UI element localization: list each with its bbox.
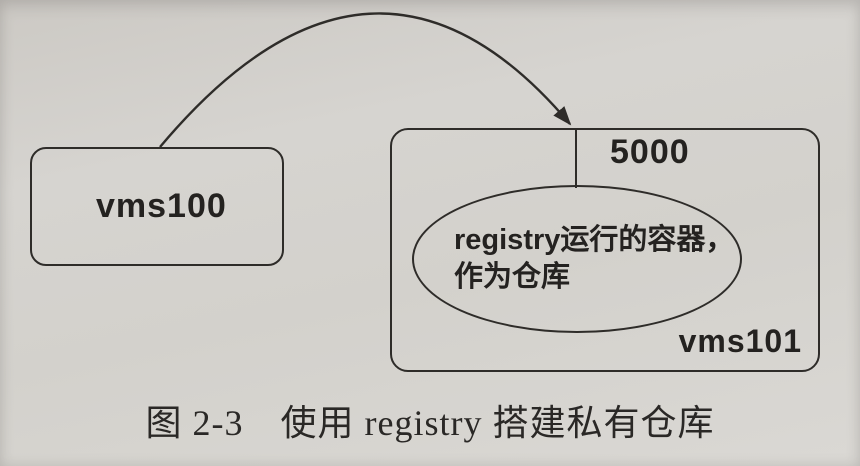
registry-container-text-line2: 作为仓库 (454, 261, 571, 293)
arrow-path (159, 12, 572, 148)
host-box-vms101: 5000 registry运行的容器， 作为仓库 vms101 (390, 128, 820, 372)
registry-container-ellipse: registry运行的容器， 作为仓库 (412, 185, 742, 333)
port-connector-line (575, 130, 578, 188)
host-box-vms100: vms100 (30, 147, 284, 266)
registry-container-text: registry运行的容器， 作为仓库 (414, 222, 740, 296)
vms101-label: vms101 (678, 323, 802, 359)
figure-caption: 图 2-3 使用 registry 搭建私有仓库 (145, 403, 715, 443)
port-5000-label: 5000 (610, 133, 690, 171)
registry-container-text-line1: registry运行的容器， (454, 224, 735, 256)
vms100-label: vms100 (96, 187, 227, 225)
